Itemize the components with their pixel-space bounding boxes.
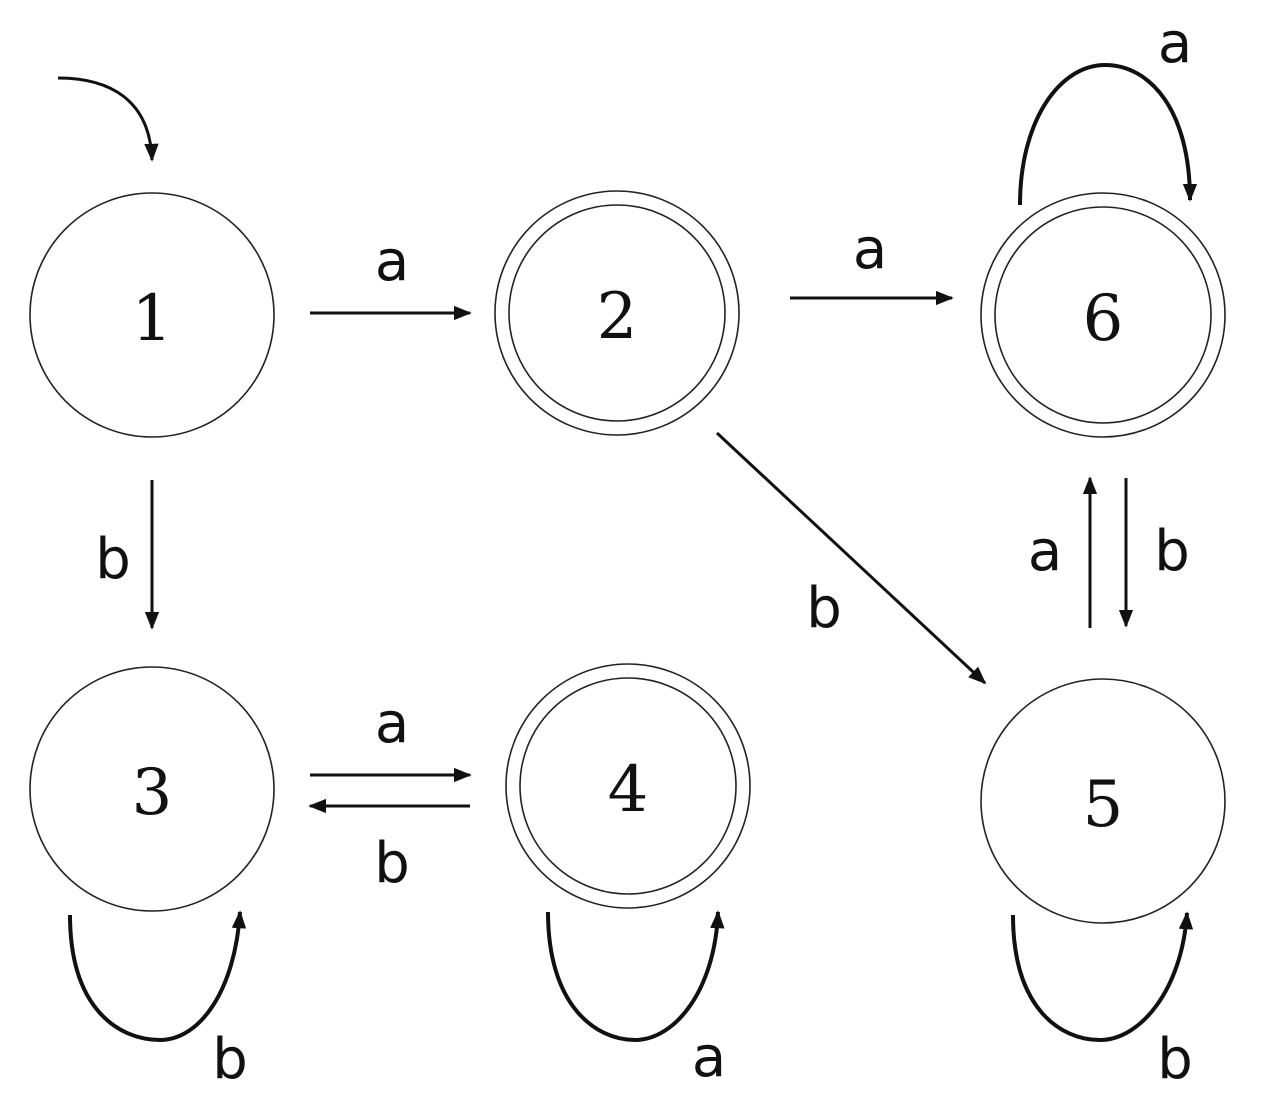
state-6-inner-circle (994, 206, 1212, 424)
self-loop-4-arrow (546, 910, 725, 1043)
transition-2-6: a (790, 217, 954, 306)
transition-2-5-arrow (715, 431, 987, 685)
transition-6-5-label: b (1154, 519, 1190, 584)
self-loop-6-arrow (1018, 62, 1198, 206)
state-3: 3 (29, 666, 275, 912)
transition-5-6: a (1028, 476, 1098, 628)
state-2-label: 2 (597, 280, 638, 354)
state-5-circle (980, 678, 1226, 924)
state-4-label: 4 (608, 753, 649, 827)
state-2: 2 (494, 190, 740, 436)
self-loop-5-arrow (1011, 911, 1194, 1043)
self-loop-5: b (1011, 911, 1194, 1092)
state-1: 1 (29, 192, 275, 438)
transition-1-2: a (310, 229, 472, 321)
transition-2-6-label: a (853, 217, 887, 282)
self-loop-4-label: a (692, 1025, 726, 1090)
state-2-inner-circle (508, 204, 726, 422)
transition-4-3-label: b (374, 831, 410, 896)
transition-3-4-label: a (375, 691, 409, 756)
state-6: 6 (980, 192, 1226, 438)
state-3-label: 3 (132, 756, 173, 830)
transition-2-5-label: b (806, 576, 842, 641)
self-loop-3-label: b (212, 1027, 248, 1092)
transition-3-4: a (310, 691, 472, 783)
transition-4-3: b (308, 798, 470, 896)
self-loop-6: a (1018, 11, 1198, 206)
self-loop-3-arrow (68, 910, 247, 1043)
transition-2-5: b (715, 431, 987, 685)
self-loop-5-label: b (1157, 1027, 1193, 1092)
state-1-label: 1 (132, 282, 173, 356)
transition-6-5: b (1118, 478, 1190, 628)
state-1-circle (29, 192, 275, 438)
self-loop-4: a (546, 910, 726, 1090)
state-3-circle (29, 666, 275, 912)
state-5: 5 (980, 678, 1226, 924)
self-loop-6-label: a (1158, 11, 1192, 76)
transition-1-3-label: b (95, 527, 131, 592)
start-arrow (57, 76, 159, 162)
state-6-label: 6 (1083, 282, 1124, 356)
transition-5-6-label: a (1028, 519, 1062, 584)
transition-1-2-label: a (375, 229, 409, 294)
state-5-label: 5 (1083, 768, 1124, 842)
state-4: 4 (505, 663, 751, 909)
state-4-inner-circle (519, 677, 737, 895)
self-loop-3: b (68, 910, 248, 1092)
transition-1-3: b (95, 480, 160, 630)
